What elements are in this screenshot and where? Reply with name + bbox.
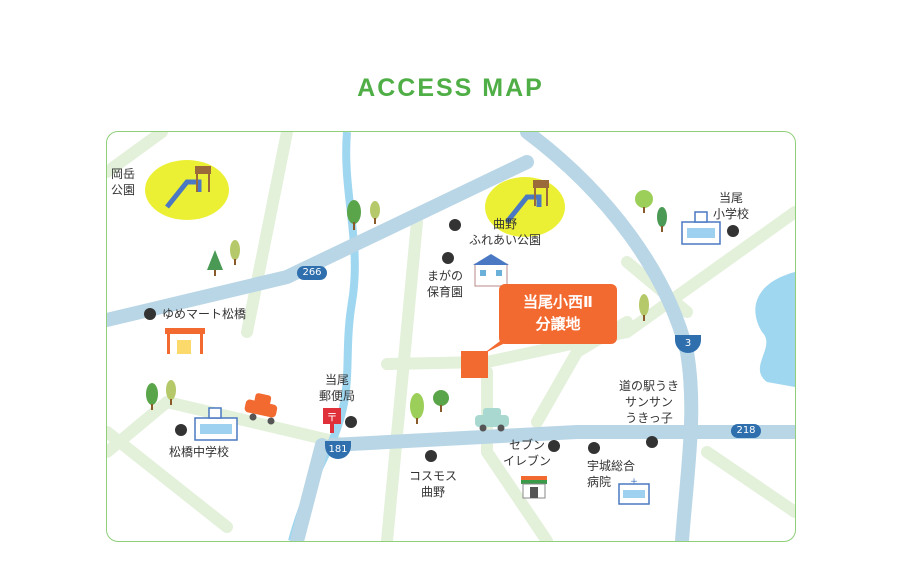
dot-toono-post <box>345 416 357 428</box>
school-icon <box>194 407 238 441</box>
map-canvas: 〒 + <box>107 132 795 541</box>
dot-magano-nursery <box>442 252 454 264</box>
store-icon <box>165 328 205 354</box>
school-icon <box>681 211 721 245</box>
page-title: ACCESS MAP <box>357 74 544 102</box>
tree-icon <box>635 190 667 232</box>
road-se <box>701 446 795 518</box>
route-218-road <box>325 425 795 452</box>
car-icon <box>475 408 509 432</box>
dot-toono-elem <box>727 225 739 237</box>
dot-seven-eleven <box>548 440 560 452</box>
dot-cosmos <box>425 450 437 462</box>
label-toono-elem: 当尾 小学校 <box>713 191 750 221</box>
route-266-badge: 266 <box>297 266 327 280</box>
label-yume-mart: ゆめマート松橋 <box>162 307 247 321</box>
dot-michinoeki <box>646 436 658 448</box>
label-okadake-park: 岡岳 公園 <box>111 167 136 197</box>
postbox-icon: 〒 <box>323 408 341 433</box>
label-seven-eleven: セブン イレブン <box>503 438 552 468</box>
nursery-icon <box>473 254 509 287</box>
label-michinoeki: 道の駅うき サンサン うきっ子 <box>619 379 680 425</box>
label-toono-post: 当尾 郵便局 <box>319 373 356 403</box>
dot-yume-mart <box>144 308 156 320</box>
road-mid <box>381 216 423 541</box>
tree-icon <box>410 390 449 424</box>
road-ne <box>481 206 795 368</box>
playground-icon <box>165 166 211 209</box>
playground-icon <box>505 180 549 224</box>
tree-icon <box>146 380 176 410</box>
route-181-badge: 181 <box>325 441 351 459</box>
label-cosmos: コスモス 曲野 <box>409 469 458 499</box>
road-nw <box>107 132 168 178</box>
road-w <box>107 396 173 458</box>
dot-uki-hospital <box>588 442 600 454</box>
label-magano-nursery: まがの 保育園 <box>427 269 464 299</box>
route-218-badge: 218 <box>731 424 761 438</box>
svg-text:+: + <box>630 477 638 487</box>
dot-matsubase-jhs <box>175 424 187 436</box>
label-matsubase-jhs: 松橋中学校 <box>169 445 230 459</box>
tree-icon <box>347 200 380 230</box>
dot-magarino-park <box>449 219 461 231</box>
road-sw <box>107 426 233 533</box>
property-callout: 当尾小西Ⅱ 分譲地 <box>499 284 617 344</box>
road-school <box>161 396 343 448</box>
okadake-park-area <box>145 160 229 220</box>
road-north-left <box>241 132 293 338</box>
svg-text:〒: 〒 <box>327 411 338 424</box>
car-icon <box>244 393 278 425</box>
property-marker <box>461 351 488 378</box>
hospital-icon: + <box>618 477 650 505</box>
access-map: 〒 + 266 3 181 218 岡岳 公園 曲野 ふれあい公園 まがの 保育… <box>106 131 796 542</box>
sea <box>755 272 795 387</box>
road-south <box>481 366 553 541</box>
tree-icon <box>207 240 240 276</box>
river <box>288 132 359 541</box>
route-266-road <box>107 155 534 327</box>
route-3-badge: 3 <box>675 335 701 353</box>
tree-icon <box>639 294 649 321</box>
convenience-store-icon <box>521 476 547 499</box>
route-181-road <box>290 438 329 541</box>
label-magarino-park: 曲野 ふれあい公園 <box>469 217 542 247</box>
magarino-park-area <box>485 177 565 237</box>
minor-roads <box>107 132 795 541</box>
label-uki-hospital: 宇城総合 病院 <box>587 459 636 489</box>
